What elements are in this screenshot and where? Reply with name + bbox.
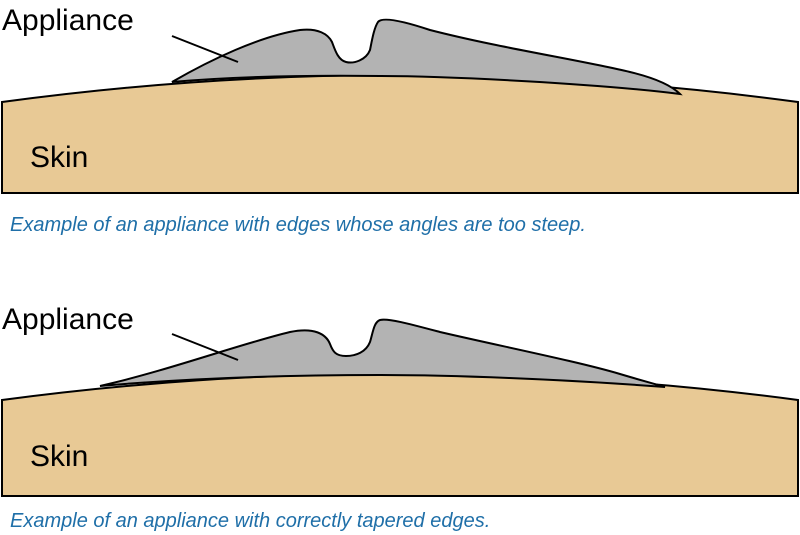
appliance-label: Appliance bbox=[2, 4, 134, 37]
appliance-label: Appliance bbox=[2, 303, 134, 336]
panel-tapered-edges: Appliance Skin Example of an appliance w… bbox=[0, 303, 799, 532]
appliance-shape bbox=[171, 18, 683, 96]
appliance-shape bbox=[99, 318, 666, 388]
caption: Example of an appliance with edges whose… bbox=[10, 214, 586, 236]
skin-label: Skin bbox=[30, 141, 88, 174]
caption: Example of an appliance with correctly t… bbox=[10, 510, 490, 532]
appliance-leader-line bbox=[171, 333, 239, 361]
skin-label: Skin bbox=[30, 440, 88, 473]
panel-steep-edges: Appliance Skin Example of an appliance w… bbox=[1, 4, 799, 236]
skin-shape bbox=[0, 372, 799, 497]
appliance-leader-line bbox=[171, 35, 239, 63]
